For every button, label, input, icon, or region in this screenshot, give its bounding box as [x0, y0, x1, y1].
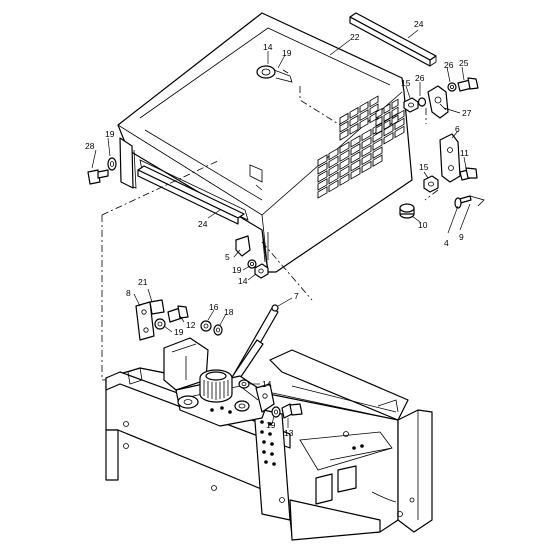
callout-19: 19 — [266, 420, 276, 430]
callout-9: 9 — [459, 232, 464, 242]
washer-18 — [213, 324, 223, 336]
callout-labels: 14 19 22 24 26 25 15 26 27 6 19 28 15 11… — [85, 19, 472, 438]
callout-5: 5 — [225, 252, 230, 262]
mounting-holes — [260, 420, 364, 466]
callout-19: 19 — [105, 129, 115, 139]
latch-bracket-27 — [427, 85, 449, 119]
callout-27: 27 — [462, 108, 472, 118]
pin-4 — [454, 195, 472, 209]
leader-lines — [91, 29, 471, 428]
callout-28: 28 — [85, 141, 95, 151]
bolt-11 — [459, 167, 478, 181]
seal-strip-lower — [137, 165, 245, 225]
washer-26-upper — [447, 82, 457, 92]
hinge-plate-8 — [135, 301, 155, 341]
nut-14-lower — [238, 379, 250, 389]
hood-lock — [256, 65, 293, 83]
callout-25: 25 — [459, 58, 469, 68]
callout-19: 19 — [232, 265, 242, 275]
callout-14: 14 — [262, 379, 272, 389]
callout-14: 14 — [263, 42, 273, 52]
vent-grille — [317, 95, 405, 199]
callout-21: 21 — [138, 277, 148, 287]
plate-21 — [149, 299, 165, 315]
engine-pulley — [177, 395, 250, 414]
bolt-25 — [457, 77, 479, 92]
callout-12: 12 — [186, 320, 196, 330]
washer-19-left-hinge — [154, 318, 166, 330]
seal-strip-top — [349, 12, 437, 67]
bolt-28 — [87, 169, 109, 185]
nut-15-lower — [423, 175, 439, 193]
callout-24: 24 — [198, 219, 208, 229]
nut-14-hinge — [254, 263, 269, 279]
engine-filter — [199, 369, 233, 403]
callout-8: 8 — [126, 288, 131, 298]
callout-26: 26 — [444, 60, 454, 70]
bolt-13 — [281, 403, 303, 419]
engine-cover-hood — [117, 12, 413, 273]
bolt-12 — [167, 305, 189, 323]
callout-26: 26 — [415, 73, 425, 83]
callout-24: 24 — [414, 19, 424, 29]
washer-19-left — [107, 157, 117, 171]
washer-16 — [200, 320, 212, 332]
callout-13: 13 — [284, 428, 294, 438]
callout-4: 4 — [444, 238, 449, 248]
hinge-bracket-5 — [235, 235, 251, 257]
callout-19: 19 — [174, 327, 184, 337]
washer-19-lower — [271, 406, 281, 418]
callout-18: 18 — [224, 307, 234, 317]
strut-lower-bracket — [255, 383, 275, 413]
callout-15: 15 — [419, 162, 429, 172]
callout-19: 19 — [282, 48, 292, 58]
callout-7: 7 — [294, 291, 299, 301]
callout-6: 6 — [455, 124, 460, 134]
washer-26-lower — [417, 97, 427, 107]
callout-10: 10 — [418, 220, 428, 230]
callout-14: 14 — [238, 276, 248, 286]
callout-16: 16 — [209, 302, 219, 312]
clip-9 — [469, 195, 485, 207]
latch-plate-6 — [439, 133, 461, 183]
callout-11: 11 — [460, 148, 469, 158]
nut-15-upper — [403, 97, 419, 113]
callout-22: 22 — [350, 32, 360, 42]
callout-15: 15 — [401, 78, 411, 88]
rubber-stop-10 — [399, 203, 415, 219]
